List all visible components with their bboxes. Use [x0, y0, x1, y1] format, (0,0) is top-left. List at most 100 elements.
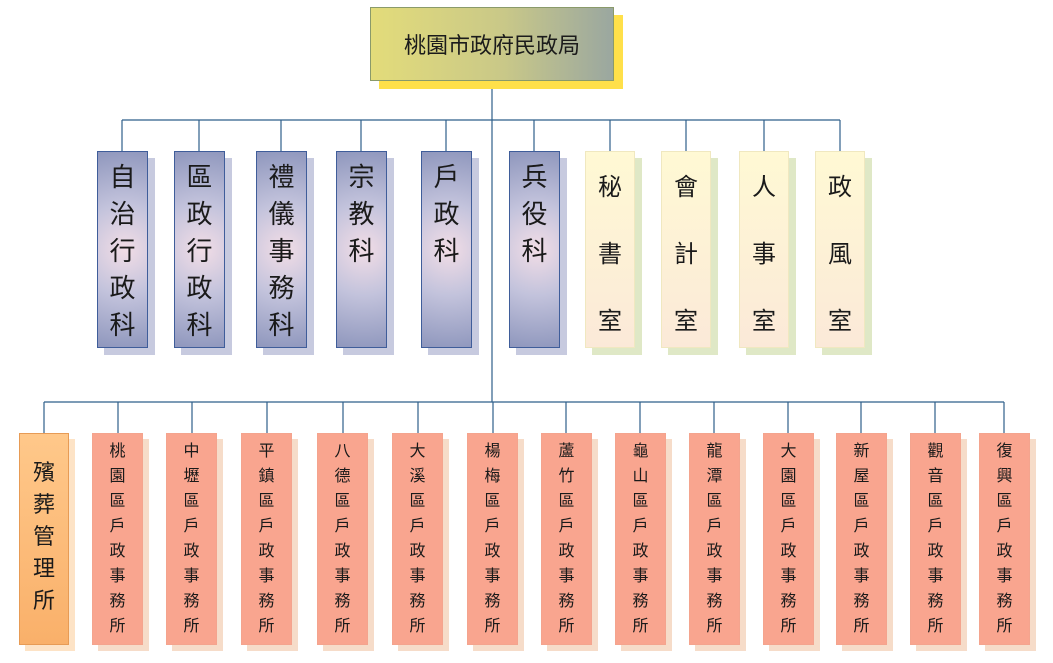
unit-node-char: 所: [996, 616, 1013, 635]
unit-node-label: 蘆竹區戶政事務所: [558, 438, 574, 638]
unit-node: 龍潭區戶政事務所: [689, 433, 740, 645]
unit-node-char: 葬: [32, 493, 55, 518]
section-node-char: 政: [186, 274, 213, 304]
unit-node-char: 戶: [109, 516, 126, 535]
unit-node-char: 桃: [109, 441, 126, 460]
unit-node-char: 所: [632, 616, 649, 635]
section-node-char: 政: [186, 200, 213, 230]
unit-node-char: 區: [484, 491, 501, 510]
section-node-label: 禮儀事務科: [268, 160, 294, 345]
unit-node-label: 大溪區戶政事務所: [409, 438, 425, 638]
unit-node-char: 事: [632, 566, 649, 585]
unit-node-char: 務: [780, 591, 797, 610]
unit-node-char: 戶: [996, 516, 1013, 535]
unit-node-char: 政: [558, 541, 575, 560]
unit-node-char: 政: [258, 541, 275, 560]
section-node-label: 會計室: [674, 154, 698, 355]
section-node-char: 行: [109, 237, 136, 267]
unit-node-char: 戶: [258, 516, 275, 535]
unit-node-char: 德: [334, 466, 351, 485]
unit-node-char: 溪: [409, 466, 426, 485]
section-node-char: 科: [268, 311, 295, 341]
unit-node-char: 楊: [484, 441, 501, 460]
unit-node: 中壢區戶政事務所: [166, 433, 217, 645]
unit-node-char: 政: [996, 541, 1013, 560]
unit-node-char: 務: [334, 591, 351, 610]
unit-node-label: 殯葬管理所: [33, 458, 55, 618]
unit-node-label: 中壢區戶政事務所: [183, 438, 199, 638]
unit-node-char: 務: [409, 591, 426, 610]
unit-node-char: 屋: [853, 466, 870, 485]
section-node-char: 治: [109, 200, 136, 230]
section-node: 禮儀事務科: [256, 151, 307, 348]
unit-node-char: 務: [558, 591, 575, 610]
unit-node-char: 務: [927, 591, 944, 610]
section-node-label: 兵役科: [521, 160, 547, 271]
unit-node-char: 區: [706, 491, 723, 510]
unit-node-char: 區: [996, 491, 1013, 510]
unit-node-char: 戶: [334, 516, 351, 535]
unit-node-char: 戶: [853, 516, 870, 535]
section-node: 兵役科: [509, 151, 560, 348]
unit-node-char: 殯: [32, 461, 55, 486]
section-node-char: 書: [598, 240, 622, 268]
unit-node-char: 事: [927, 566, 944, 585]
section-node-label: 秘書室: [598, 154, 622, 355]
unit-node: 平鎮區戶政事務所: [241, 433, 292, 645]
section-node-char: 務: [268, 274, 295, 304]
section-node-char: 室: [752, 307, 776, 335]
section-node-char: 行: [186, 237, 213, 267]
unit-node-char: 政: [927, 541, 944, 560]
section-node-char: 人: [752, 173, 776, 201]
root-node: 桃園市政府民政局: [370, 7, 614, 81]
unit-node-char: 園: [109, 466, 126, 485]
unit-node: 新屋區戶政事務所: [836, 433, 887, 645]
unit-node-char: 區: [632, 491, 649, 510]
section-node: 人事室: [739, 151, 789, 348]
unit-node-char: 區: [183, 491, 200, 510]
unit-node-char: 政: [484, 541, 501, 560]
section-node-char: 儀: [268, 200, 295, 230]
unit-node-char: 新: [853, 441, 870, 460]
unit-node-label: 觀音區戶政事務所: [927, 438, 943, 638]
unit-node-char: 政: [780, 541, 797, 560]
unit-node-char: 復: [996, 441, 1013, 460]
unit-node-char: 戶: [558, 516, 575, 535]
unit-node-char: 八: [334, 441, 351, 460]
unit-node-char: 觀: [927, 441, 944, 460]
unit-node-char: 務: [632, 591, 649, 610]
unit-node: 觀音區戶政事務所: [910, 433, 961, 645]
unit-node-char: 務: [258, 591, 275, 610]
section-node-char: 計: [674, 240, 698, 268]
unit-node-char: 所: [706, 616, 723, 635]
section-node-char: 科: [186, 311, 213, 341]
unit-node-char: 大: [780, 441, 797, 460]
unit-node-char: 區: [258, 491, 275, 510]
section-node-char: 科: [433, 237, 460, 267]
unit-node-char: 所: [258, 616, 275, 635]
section-node-char: 科: [521, 237, 548, 267]
unit-node-char: 理: [32, 557, 55, 582]
unit-node-char: 事: [258, 566, 275, 585]
unit-node: 楊梅區戶政事務所: [467, 433, 518, 645]
unit-node-char: 中: [183, 441, 200, 460]
section-node: 區政行政科: [174, 151, 225, 348]
section-node: 宗教科: [336, 151, 387, 348]
unit-node-label: 龍潭區戶政事務所: [706, 438, 722, 638]
unit-node-char: 區: [409, 491, 426, 510]
unit-node-char: 園: [780, 466, 797, 485]
unit-node-char: 所: [409, 616, 426, 635]
unit-node: 八德區戶政事務所: [317, 433, 368, 645]
unit-node-char: 戶: [927, 516, 944, 535]
unit-node-char: 所: [183, 616, 200, 635]
section-node: 政風室: [815, 151, 865, 348]
unit-node-label: 大園區戶政事務所: [780, 438, 796, 638]
section-node-char: 政: [828, 173, 852, 201]
section-node-char: 兵: [521, 163, 548, 193]
unit-node-char: 政: [109, 541, 126, 560]
unit-node-char: 所: [927, 616, 944, 635]
unit-node: 大溪區戶政事務所: [392, 433, 443, 645]
section-node-label: 區政行政科: [186, 160, 212, 345]
unit-node-char: 政: [409, 541, 426, 560]
unit-node-char: 所: [780, 616, 797, 635]
